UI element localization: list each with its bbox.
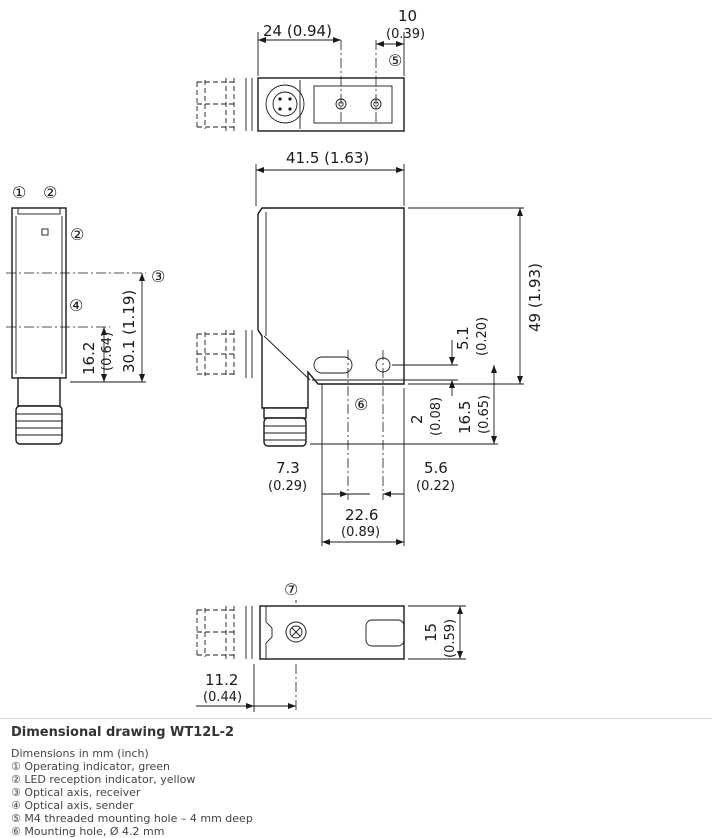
dim-sender-axis-value: 16.2 <box>80 342 98 375</box>
callout-2-side: ② <box>43 183 57 202</box>
side-view <box>6 207 146 445</box>
caption-title: Dimensional drawing WT12L-2 <box>11 725 235 740</box>
legend-item-3: ③ Optical axis, receiver <box>11 786 141 799</box>
callout-4: ④ <box>69 296 83 315</box>
dim-hole-spacing-inch: (0.89) <box>341 525 380 540</box>
legend-list: ① Operating indicator, green ② LED recep… <box>0 760 712 838</box>
dim-depth-inch: (0.59) <box>443 619 458 658</box>
dim-right-offset-inch: (0.22) <box>416 479 455 494</box>
dim-hole-offset-inch: (0.39) <box>386 27 425 42</box>
dim-width-top: 24 (0.94) <box>263 22 332 40</box>
dim-length: 41.5 (1.63) <box>286 149 369 167</box>
callout-1-side: ① <box>12 183 26 202</box>
dim-hole-height-inch: (0.20) <box>475 317 490 356</box>
dim-lower-inch: (0.65) <box>477 395 492 434</box>
dimensional-drawing: 24 (0.94) 10 (0.39) ⑤ ① ② ② ③ ④ 16.2 (0.… <box>6 7 544 712</box>
callout-2-led: ② <box>70 225 84 244</box>
caption-subtitle: Dimensions in mm (inch) <box>11 747 149 760</box>
dim-step-value: 2 <box>408 414 426 424</box>
legend-item-2: ② LED reception indicator, yellow <box>11 773 196 786</box>
callout-3: ③ <box>151 267 165 286</box>
dim-left-offset-inch: (0.29) <box>268 479 307 494</box>
dim-depth-value: 15 <box>422 623 440 642</box>
dim-step-inch: (0.08) <box>429 397 444 436</box>
dim-left-offset-value: 7.3 <box>276 459 300 477</box>
dim-right-offset-value: 5.6 <box>424 459 448 477</box>
dim-bottom-offset-inch: (0.44) <box>203 690 242 705</box>
callout-7: ⑦ <box>284 580 298 599</box>
callout-5: ⑤ <box>388 51 402 70</box>
legend-item-6: ⑥ Mounting hole, Ø 4.2 mm <box>11 825 165 838</box>
dim-receiver-axis: 30.1 (1.19) <box>120 290 138 373</box>
dim-lower-value: 16.5 <box>456 401 474 434</box>
dim-hole-offset-value: 10 <box>398 7 417 25</box>
legend-item-4: ④ Optical axis, sender <box>11 799 134 812</box>
dim-sender-axis-inch: (0.64) <box>100 332 115 371</box>
legend-item-5: ⑤ M4 threaded mounting hole – 4 mm deep <box>11 812 253 825</box>
top-view <box>196 32 405 132</box>
bottom-view <box>196 600 466 712</box>
dim-height: 49 (1.93) <box>526 263 544 332</box>
dim-hole-spacing-value: 22.6 <box>345 506 378 524</box>
front-view <box>196 164 524 546</box>
callout-6: ⑥ <box>354 395 368 414</box>
dim-hole-height-value: 5.1 <box>454 326 472 350</box>
legend-item-1: ① Operating indicator, green <box>11 760 171 773</box>
dim-bottom-offset-value: 11.2 <box>205 671 238 689</box>
drawing-caption: Dimensional drawing WT12L-2 Dimensions i… <box>0 718 712 838</box>
